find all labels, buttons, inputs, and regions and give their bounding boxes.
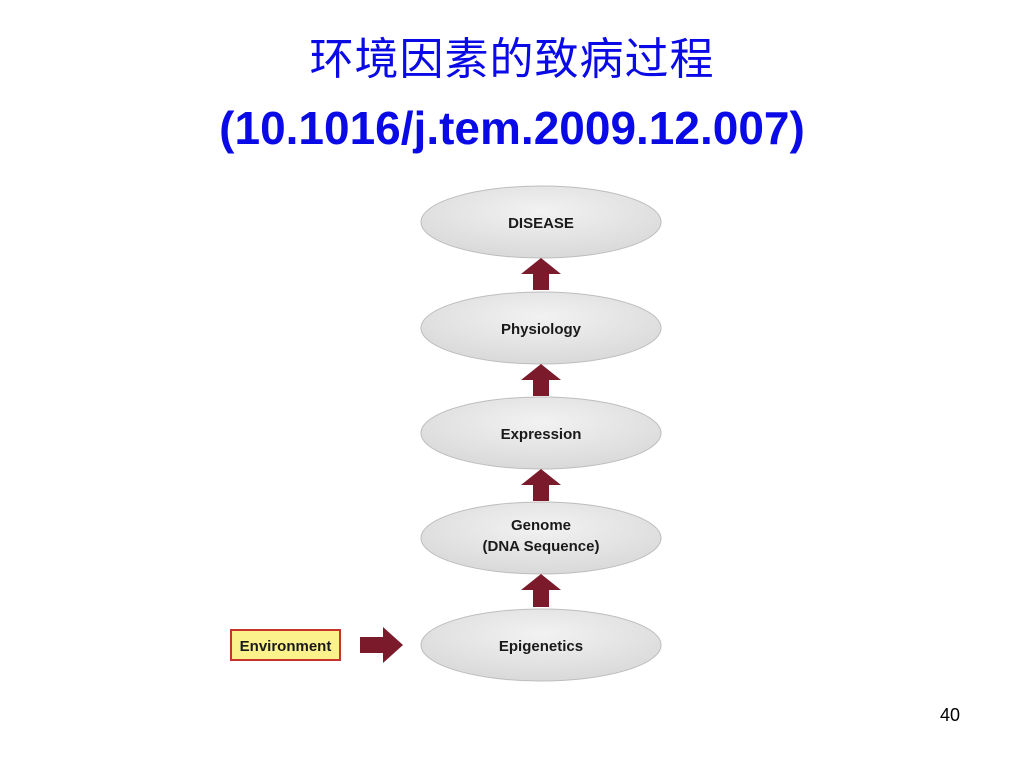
arrow-environment-to-epigenetics (360, 627, 403, 663)
slide-title-chinese: 环境因素的致病过程 (309, 34, 715, 85)
node-genome-sublabel: (DNA Sequence) (483, 538, 600, 555)
arrow-genome-to-expression (521, 469, 561, 501)
arrow-expression-to-physiology (521, 364, 561, 396)
node-expression: Expression (420, 396, 662, 470)
slide-title-doi: (10.1016/j.tem.2009.12.007) (219, 102, 805, 154)
node-epigenetics-label: Epigenetics (499, 638, 583, 655)
environment-box: Environment (230, 629, 341, 661)
node-epigenetics: Epigenetics (420, 608, 662, 682)
node-disease-label: DISEASE (508, 215, 574, 232)
page-number: 40 (939, 705, 961, 725)
environment-label: Environment (240, 638, 332, 655)
arrow-physiology-to-disease (521, 258, 561, 290)
node-genome: Genome (DNA Sequence) (420, 501, 662, 575)
node-expression-label: Expression (501, 426, 582, 443)
node-disease: DISEASE (420, 185, 662, 259)
arrow-epigenetics-to-genome (521, 574, 561, 607)
node-physiology-label: Physiology (501, 321, 582, 338)
node-physiology: Physiology (420, 291, 662, 365)
node-genome-label: Genome (511, 517, 571, 534)
